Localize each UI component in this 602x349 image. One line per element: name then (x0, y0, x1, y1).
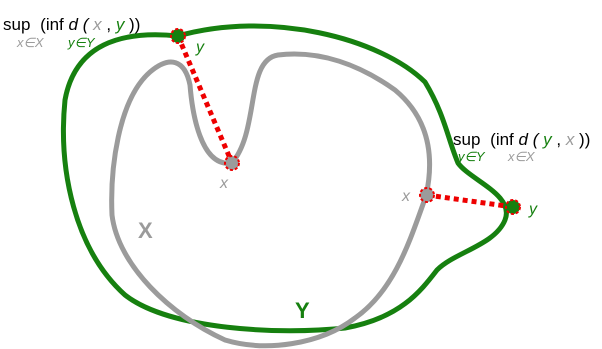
formula-left-subscript-y: y∈Y (67, 35, 96, 50)
formula-right-inf: (inf (490, 130, 518, 149)
set-y-label: Y (295, 298, 310, 323)
point-label-y-right: y (528, 201, 538, 218)
point-y-right-marker (505, 199, 521, 215)
formula-left-var-y: y (115, 15, 126, 34)
point-label-x-inner: x (219, 175, 229, 192)
point-label-x-right: x (401, 188, 411, 205)
formula-left-inf: (inf (40, 15, 68, 34)
formula-left-comma: , (106, 15, 111, 34)
point-x-inner-marker (224, 155, 240, 171)
formula-right-paren: ( (533, 130, 541, 149)
formula-right-sup: sup (453, 130, 480, 149)
formula-left-paren: ( (83, 15, 91, 34)
formula-right-subscript-x: x∈X (507, 149, 536, 164)
point-label-y-top: y (195, 39, 205, 56)
set-x-label: X (138, 218, 153, 243)
formula-right-close: )) (579, 130, 590, 149)
svg-text:sup (inf d: sup (inf d ( y , x )) (453, 130, 590, 149)
formula-sup-inf-xy: sup (inf d ( x , y )) x∈X y∈Y (3, 15, 140, 50)
formula-left-close: )) (129, 15, 140, 34)
formula-left-var-x: x (92, 15, 102, 34)
formula-left-sup: sup (3, 15, 30, 34)
formula-right-comma: , (556, 130, 561, 149)
set-x-boundary (109, 51, 433, 349)
svg-text:sup (inf d: sup (inf d ( x , y )) (3, 15, 140, 34)
set-y-boundary (61, 23, 509, 334)
formula-right-d: d (519, 130, 529, 149)
distance-segment-right (426, 192, 514, 210)
formula-right-var-y: y (542, 130, 553, 149)
formula-left-subscript-x: x∈X (16, 35, 45, 50)
formula-sup-inf-yx: sup (inf d ( y , x )) y∈Y x∈X (453, 130, 590, 164)
formula-left-d: d (69, 15, 79, 34)
formula-right-subscript-y: y∈Y (457, 149, 486, 164)
formula-right-var-x: x (565, 130, 575, 149)
point-x-right-marker (419, 187, 435, 203)
point-y-top-marker (170, 28, 186, 44)
